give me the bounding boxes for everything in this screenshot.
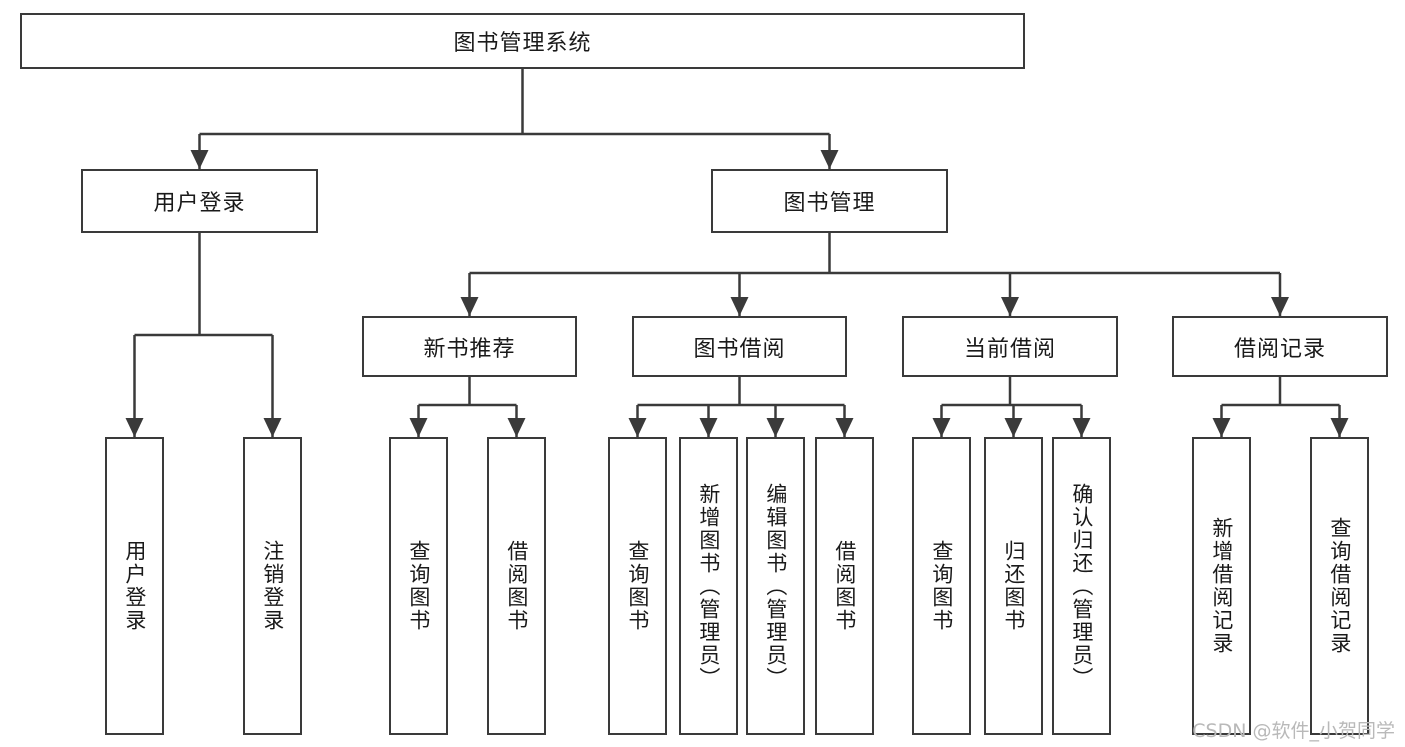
node-label: 借阅记录 (1233, 336, 1326, 362)
node-leaf-query-book-3[interactable]: 查询图书 (912, 437, 971, 735)
arrowhead-icon (1271, 297, 1289, 316)
node-borrow-record[interactable]: 借阅记录 (1172, 316, 1388, 377)
node-label: 图书借阅 (693, 336, 786, 362)
arrowhead-icon (1212, 418, 1231, 437)
node-label: 用户登录 (122, 540, 147, 632)
node-leaf-query-book-2[interactable]: 查询图书 (608, 437, 667, 735)
node-label: 图书管理 (783, 191, 876, 216)
arrowhead-icon (263, 418, 282, 437)
node-label: 用户登录 (153, 191, 246, 216)
node-book-borrow[interactable]: 图书借阅 (632, 316, 847, 377)
node-leaf-edit-book[interactable]: 编辑图书（管理员） (746, 437, 805, 735)
arrowhead-icon (1072, 418, 1091, 437)
node-label: 新增图书（管理员） (696, 482, 721, 690)
node-leaf-query-record[interactable]: 查询借阅记录 (1310, 437, 1369, 735)
arrowhead-icon (190, 150, 209, 169)
watermark: CSDN @软件_小贺同学 (1192, 720, 1395, 742)
arrowhead-icon (699, 418, 718, 437)
arrowhead-icon (460, 297, 479, 316)
node-label: 确认归还（管理员） (1069, 482, 1094, 690)
node-leaf-confirm-return[interactable]: 确认归还（管理员） (1052, 437, 1111, 735)
node-label: 图书管理系统 (453, 31, 592, 56)
node-label: 借阅图书 (504, 540, 529, 632)
node-leaf-add-book[interactable]: 新增图书（管理员） (679, 437, 738, 735)
node-label: 查询借阅记录 (1327, 517, 1352, 655)
node-user-login[interactable]: 用户登录 (81, 169, 318, 233)
node-leaf-return-book[interactable]: 归还图书 (984, 437, 1043, 735)
node-leaf-add-record[interactable]: 新增借阅记录 (1192, 437, 1251, 735)
node-root[interactable]: 图书管理系统 (20, 13, 1025, 69)
arrowhead-icon (1001, 297, 1019, 316)
node-label: 查询图书 (929, 540, 954, 632)
node-label: 查询图书 (406, 540, 431, 632)
arrowhead-icon (932, 418, 951, 437)
arrowhead-icon (730, 297, 749, 316)
node-label: 归还图书 (1001, 540, 1026, 632)
node-label: 新增借阅记录 (1209, 517, 1234, 655)
node-leaf-borrow-book-1[interactable]: 借阅图书 (487, 437, 546, 735)
arrowhead-icon (507, 418, 526, 437)
node-new-book-recommend[interactable]: 新书推荐 (362, 316, 577, 377)
node-label: 注销登录 (260, 540, 285, 632)
node-label: 新书推荐 (423, 336, 516, 362)
arrowhead-icon (835, 418, 854, 437)
arrowhead-icon (766, 418, 785, 437)
node-label: 借阅图书 (832, 540, 857, 632)
node-book-manage[interactable]: 图书管理 (711, 169, 948, 233)
node-label: 查询图书 (625, 540, 650, 632)
arrowhead-icon (820, 150, 839, 169)
arrowhead-icon (125, 418, 144, 437)
arrowhead-icon (1004, 418, 1023, 437)
node-leaf-borrow-book-2[interactable]: 借阅图书 (815, 437, 874, 735)
node-leaf-user-login[interactable]: 用户登录 (105, 437, 164, 735)
arrowhead-icon (409, 418, 428, 437)
node-label: 编辑图书（管理员） (763, 482, 788, 690)
node-current-borrow[interactable]: 当前借阅 (902, 316, 1118, 377)
arrowhead-icon (1330, 418, 1349, 437)
node-leaf-query-book-1[interactable]: 查询图书 (389, 437, 448, 735)
arrowhead-icon (628, 418, 647, 437)
node-label: 当前借阅 (963, 336, 1056, 362)
node-leaf-logout[interactable]: 注销登录 (243, 437, 302, 735)
